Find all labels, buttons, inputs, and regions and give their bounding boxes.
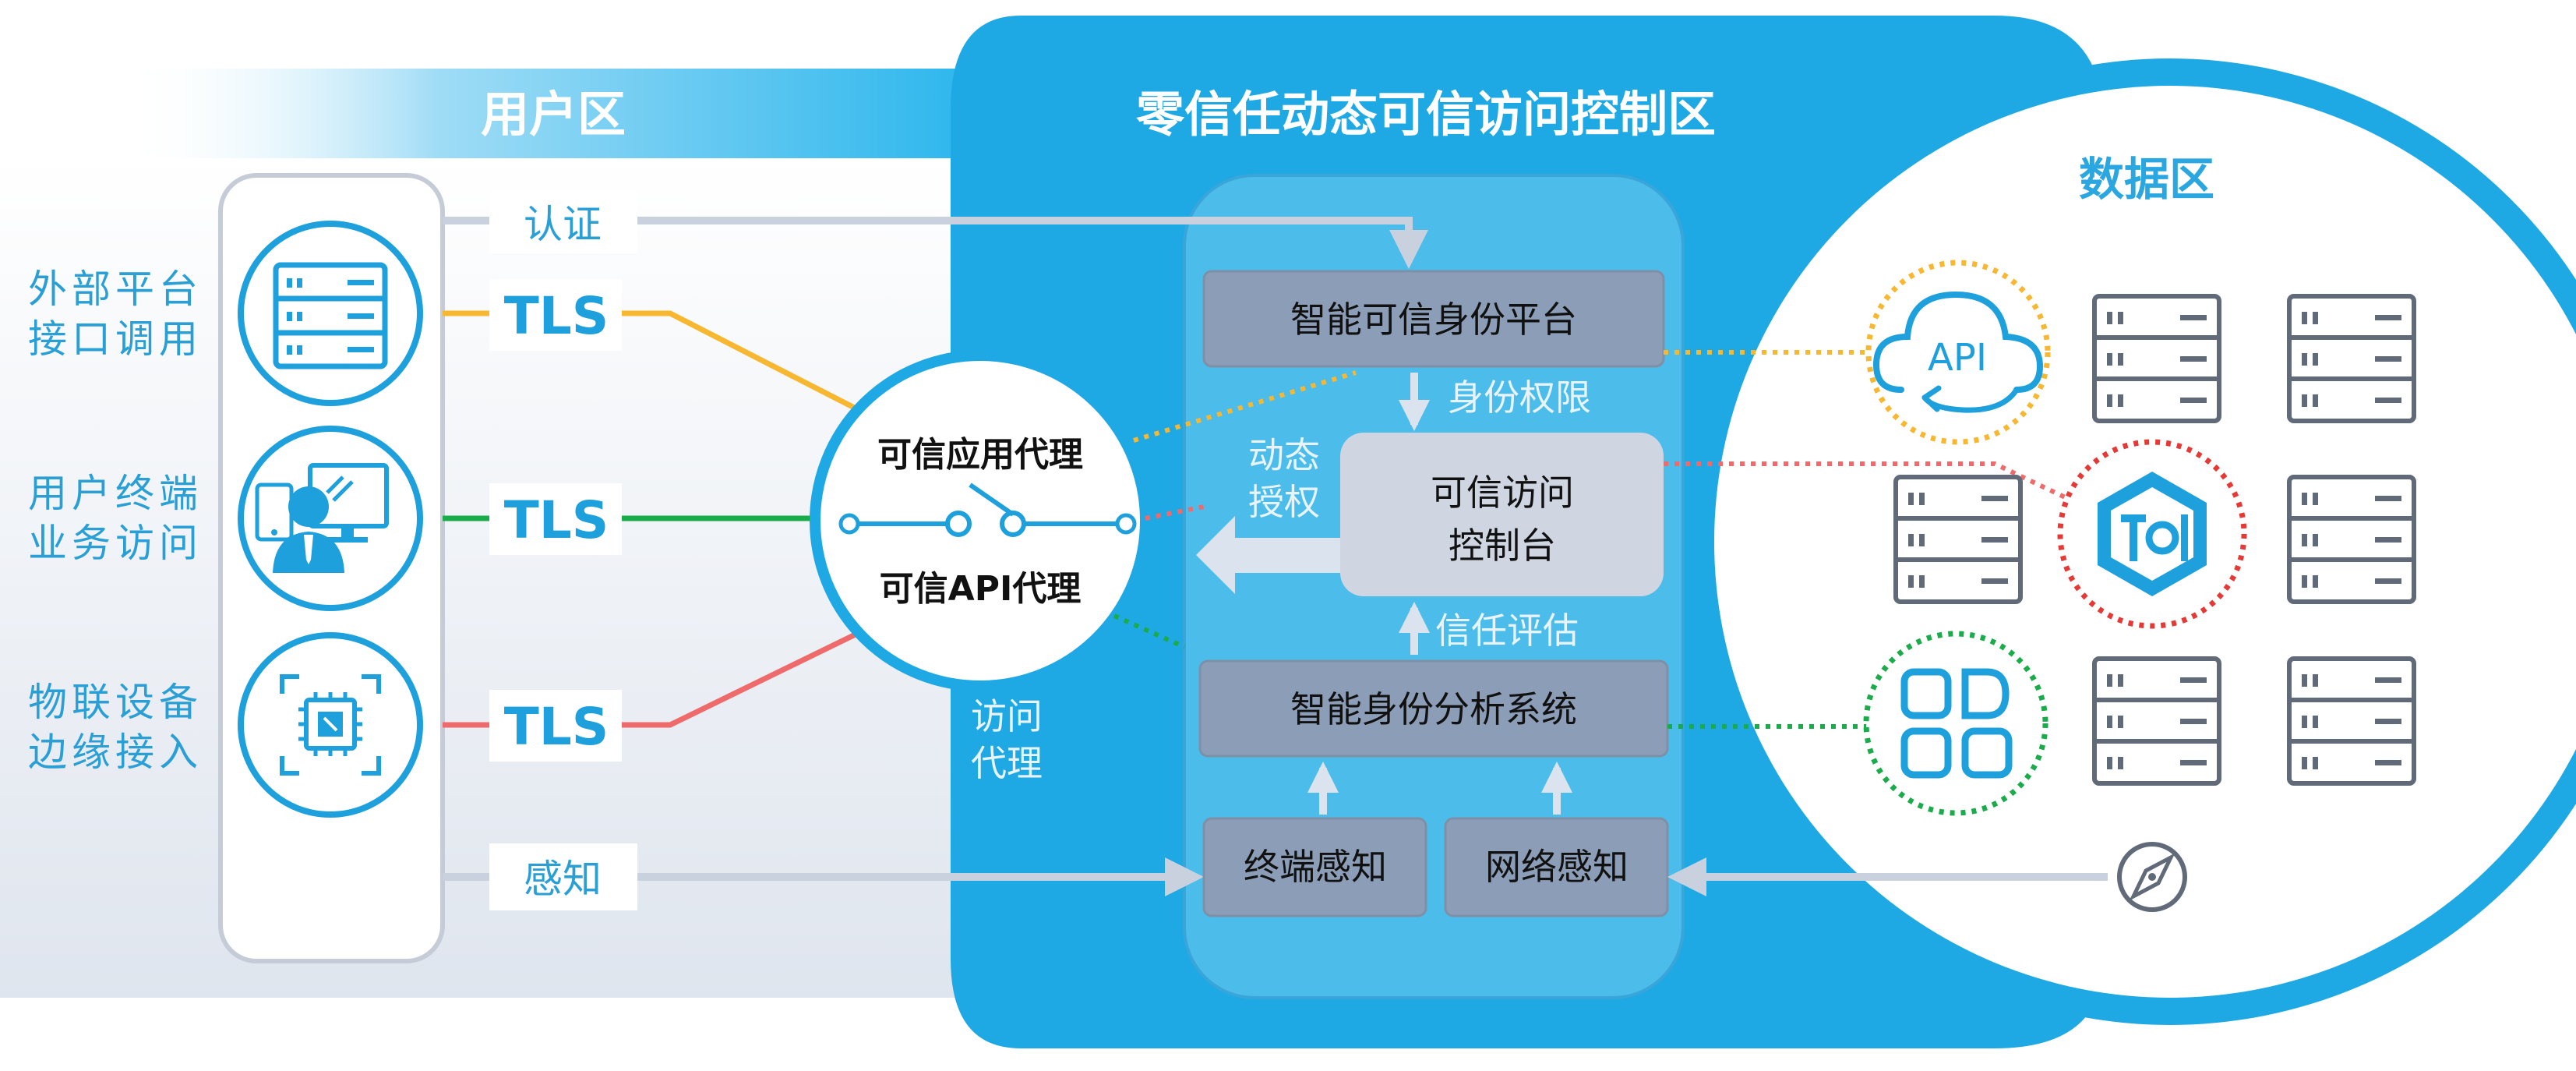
user-zone-band	[125, 69, 1021, 158]
auth-label-bg	[489, 191, 637, 253]
apps-grid-icon	[1900, 668, 2013, 779]
tls-label: TLS	[504, 697, 609, 757]
apps-grid-node	[1863, 631, 2048, 816]
terminal-sense-box	[1202, 817, 1427, 917]
dynamic-auth-arrow	[1196, 516, 1340, 594]
source-label-line1: 外部平台	[28, 267, 203, 312]
source-label-line1: 用户终端	[28, 471, 203, 516]
dotted-link-red-data	[1664, 461, 2078, 505]
data-server-icon	[2094, 659, 2219, 783]
trusted-app-proxy-label: 可信应用代理	[877, 435, 1083, 475]
identity-platform-box	[1202, 270, 1665, 368]
tls-label: TLS	[504, 286, 609, 346]
data-server-icon	[1896, 477, 2020, 602]
identity-platform-label: 智能可信身份平台	[1290, 299, 1577, 341]
user-terminal-icon	[255, 463, 389, 573]
compass-icon	[2117, 842, 2187, 912]
data-server-icon	[2289, 477, 2414, 602]
identity-analysis-box	[1198, 659, 1669, 758]
data-server-icon	[2094, 296, 2219, 421]
tls-label-bg	[489, 279, 622, 351]
source-iot-device: 物联设备 边缘接入	[28, 632, 423, 818]
tls-label: TLS	[504, 490, 609, 550]
tls-label-bg	[489, 690, 622, 762]
source-external-platform: 外部平台 接口调用	[28, 221, 423, 406]
data-zone-title: 数据区	[2079, 153, 2214, 206]
source-user-terminal: 用户终端 业务访问	[28, 426, 423, 611]
auth-arrow	[443, 217, 1428, 269]
access-console-box	[1340, 433, 1664, 596]
source-label-line2: 边缘接入	[28, 730, 203, 775]
dynamic-auth-label-line2: 授权	[1248, 481, 1320, 523]
source-label-line2: 业务访问	[28, 521, 203, 566]
access-proxy-caption-line1: 访问	[971, 695, 1043, 737]
chip-icon	[280, 674, 381, 776]
access-proxy-caption-line2: 代理	[971, 742, 1043, 784]
terminal-sense-label: 终端感知	[1244, 846, 1387, 888]
dotted-link-green	[1113, 613, 1186, 649]
api-cloud-node: API	[1865, 260, 2051, 445]
api-icon-text: API	[1928, 336, 1987, 380]
access-proxy-circle	[810, 350, 1151, 691]
tls-label-bg	[489, 483, 622, 555]
auth-label: 认证	[524, 202, 602, 247]
identity-permission-label: 身份权限	[1448, 376, 1591, 419]
trust-eval-label: 信任评估	[1435, 610, 1579, 652]
api-cloud-icon: API	[1872, 291, 2044, 413]
dynamic-auth-label-line1: 动态	[1248, 434, 1320, 476]
user-zone-title: 用户区	[481, 86, 626, 143]
data-server-icon	[2289, 659, 2414, 783]
trusted-api-proxy-label: 可信API代理	[880, 569, 1082, 609]
server-icon	[273, 262, 388, 369]
identity-analysis-label: 智能身份分析系统	[1290, 688, 1577, 730]
source-label-line1: 物联设备	[28, 680, 203, 725]
sense-label: 感知	[524, 857, 602, 902]
source-icon-circle	[238, 221, 423, 406]
hexagon-logo-icon	[2098, 472, 2207, 596]
data-hub-node	[2057, 439, 2247, 629]
network-sense-label: 网络感知	[1485, 846, 1629, 888]
data-server-icon	[2289, 296, 2414, 421]
sense-label-bg	[489, 843, 637, 910]
switch-icon	[838, 482, 1137, 537]
access-console-label-line2: 控制台	[1449, 525, 1556, 567]
zero-trust-zone-title: 零信任动态可信访问控制区	[1136, 86, 1716, 143]
source-label-line2: 接口调用	[28, 316, 203, 362]
access-console-label-line1: 可信访问	[1431, 472, 1574, 514]
